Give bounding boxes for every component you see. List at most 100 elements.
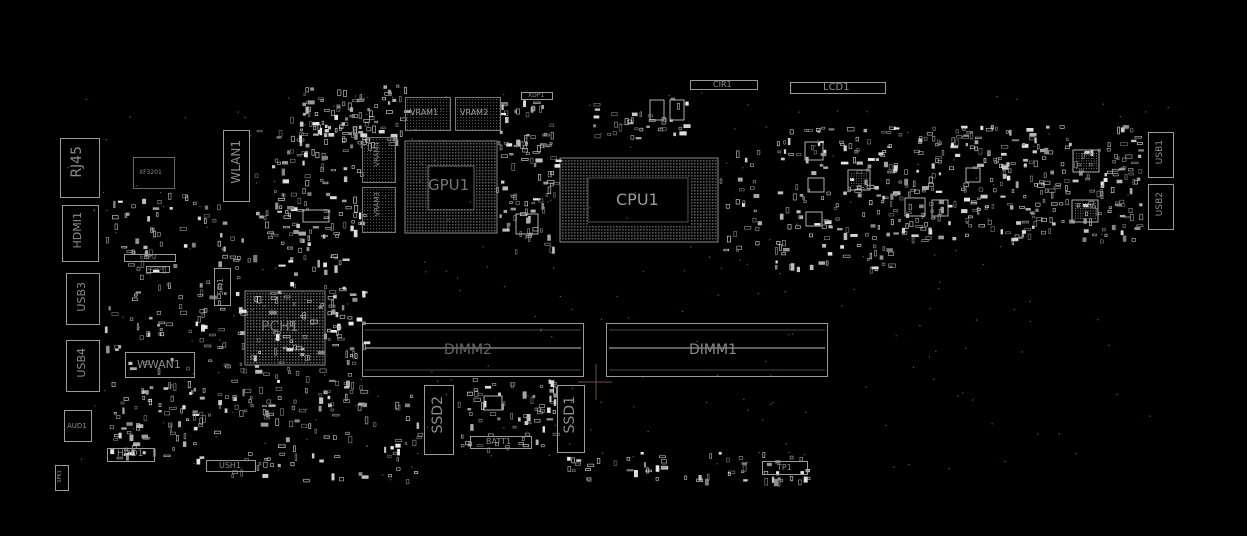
bga-ball [1083,158,1085,159]
bga-ball [394,204,396,206]
slot-ssd1[interactable] [557,385,585,453]
bga-ball [407,173,409,175]
smd-component [956,135,963,139]
smd-component [879,255,884,260]
smd-component [921,239,929,242]
smd-component [1021,234,1025,238]
bga-ball [568,178,570,180]
chip-spi1[interactable] [214,268,231,306]
smd-component [303,255,307,261]
smd-component [501,180,505,184]
connector-xdp1[interactable] [521,92,553,100]
bga-ball [694,217,696,219]
smd-component [106,345,110,354]
bga-ball [277,362,279,364]
smd-component [273,331,281,335]
smd-component [961,209,968,214]
bga-ball [407,188,409,190]
smd-component [224,408,228,413]
connector-usb2[interactable] [1148,184,1174,230]
bga-ball [673,163,675,165]
test-point [450,379,452,381]
bga-ball [271,332,273,334]
chip-vram4[interactable] [362,137,396,183]
bga-ball [253,347,255,349]
bga-ball [247,317,249,319]
smd-component [980,125,984,130]
bga-ball [649,172,651,174]
connector-usb3[interactable] [66,273,100,325]
smd-component [337,89,342,96]
bga-ball [289,338,291,340]
bga-ball [473,218,475,220]
chip-xf3201[interactable] [133,157,175,189]
bga-ball [388,195,390,197]
connector-batt1[interactable] [470,436,532,449]
connector-wlan1[interactable] [223,130,250,202]
connector-aud1[interactable] [64,410,92,442]
slot-ssd2[interactable] [424,385,454,455]
chip-vram3[interactable] [362,187,396,233]
test-point [853,288,855,291]
header-espi2[interactable] [124,254,176,262]
connector-rj45[interactable] [60,138,100,198]
bga-ball [565,238,567,240]
header-espi1[interactable] [146,266,170,273]
bga-ball [316,347,318,349]
connector-hdmi1[interactable] [62,205,99,262]
bga-ball [419,102,421,104]
test-point [822,145,824,147]
connector-lcd1[interactable] [790,82,886,94]
chip-vram2[interactable] [455,97,501,131]
bga-ball [622,169,624,171]
bga-ball [458,212,460,214]
bga-ball [487,123,489,125]
bga-ball [298,293,300,295]
smd-component [128,263,135,267]
connector-tp1[interactable] [762,461,808,475]
bga-ball [364,154,366,156]
connector-ush1[interactable] [206,460,256,472]
bga-ball [373,231,375,233]
bga-ball [301,320,303,322]
smd-component [553,382,557,386]
bga-ball [706,220,708,222]
smd-component [990,226,995,232]
bga-ball [697,178,699,180]
bga-ball [694,196,696,198]
chip-vram1[interactable] [405,97,451,131]
bga-ball [491,200,493,202]
bga-ball [322,359,324,361]
smd-component [351,165,355,169]
smd-component [287,370,291,374]
test-point [508,154,511,156]
bga-ball [607,163,609,165]
bga-ball [485,209,487,211]
test-point [482,246,484,248]
bga-ball [479,155,481,157]
smd-component [290,281,295,287]
connector-hdd1[interactable] [107,448,155,462]
connector-cir1[interactable] [690,80,758,90]
bga-ball [571,220,573,222]
bga-ball [259,326,261,328]
slot-dimm2[interactable] [362,323,584,377]
test-point [627,317,630,319]
smd-component [220,307,226,311]
smd-component [342,132,350,135]
bga-ball [482,155,484,157]
bga-ball [419,161,421,163]
bga-ball [685,160,687,162]
smd-component [512,425,517,429]
connector-wwan1[interactable] [125,352,195,378]
connector-usb1[interactable] [1148,132,1174,178]
bga-ball [416,188,418,190]
connector-spk1[interactable] [55,465,69,491]
bga-ball [667,175,669,177]
connector-usb4[interactable] [66,340,100,392]
smd-component [503,209,508,213]
smd-component [286,347,294,352]
bga-ball [367,169,369,171]
bga-ball [473,215,475,217]
slot-dimm1[interactable] [606,323,828,377]
